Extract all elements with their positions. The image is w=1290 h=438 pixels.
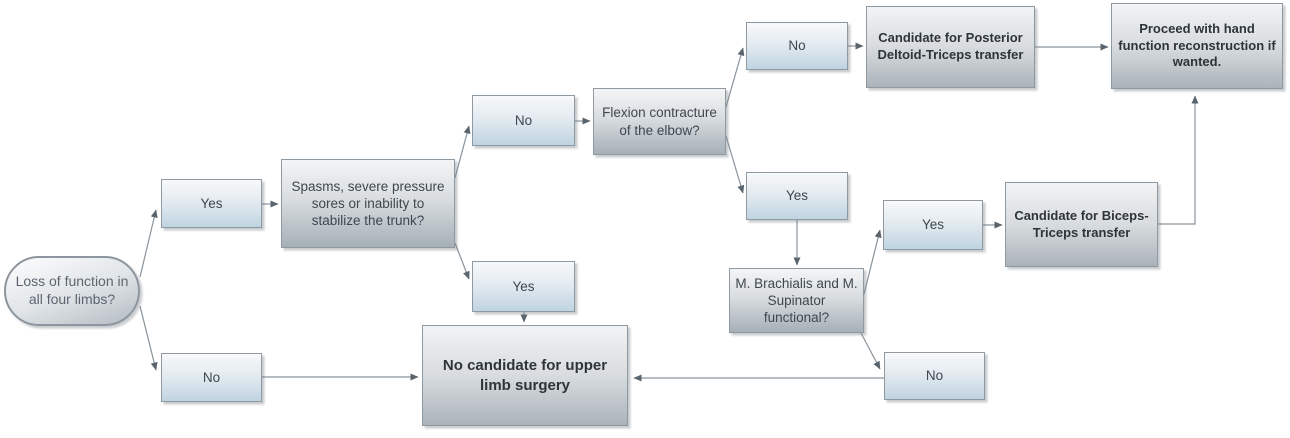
node-yes-branch-4: Yes: [883, 200, 983, 250]
node-yes-branch-1: Yes: [161, 179, 262, 228]
node-flexion-contracture-question: Flexion contracture of the elbow?: [593, 88, 726, 155]
edge-flexion-to-yes3: [725, 135, 745, 194]
edge-start-to-no1: [139, 305, 158, 371]
node-start-loss-of-function: Loss of function in all four limbs?: [4, 256, 140, 326]
node-label: Proceed with hand function reconstructio…: [1118, 21, 1276, 70]
node-label: Yes: [200, 195, 223, 211]
node-biceps-triceps-transfer: Candidate for Biceps-Triceps transfer: [1005, 182, 1158, 267]
node-posterior-deltoid-triceps-transfer: Candidate for Posterior Deltoid-Triceps …: [866, 6, 1035, 88]
node-no-branch-1: No: [161, 353, 262, 402]
node-label: Loss of function in all four limbs?: [15, 273, 129, 307]
node-label: No: [202, 369, 221, 385]
node-label: Yes: [921, 217, 945, 233]
edge-spasms-to-yes2: [454, 242, 470, 280]
node-label: Candidate for Biceps-Triceps transfer: [1014, 207, 1149, 240]
node-yes-branch-3: Yes: [746, 172, 848, 220]
node-no-branch-4: No: [884, 352, 985, 400]
node-label: M. Brachialis and M. Supinator functiona…: [735, 275, 858, 326]
node-label: Yes: [785, 188, 809, 204]
node-brachialis-supinator-question: M. Brachialis and M. Supinator functiona…: [729, 268, 864, 333]
node-label: Yes: [512, 278, 535, 294]
edge-brachialis-to-yes4: [863, 229, 882, 295]
node-label: No: [788, 38, 806, 54]
edge-biceps-to-proceed: [1158, 95, 1199, 225]
edge-flexion-to-no3: [725, 47, 745, 108]
node-label: No: [514, 112, 533, 128]
node-label: Flexion contracture of the elbow?: [602, 105, 717, 138]
edge-brachialis-to-no4: [860, 332, 881, 370]
node-yes-branch-2: Yes: [472, 261, 575, 312]
edge-start-to-yes1: [139, 209, 158, 278]
node-spasms-question: Spasms, severe pressure sores or inabili…: [281, 159, 455, 248]
node-label: Spasms, severe pressure sores or inabili…: [291, 178, 445, 229]
node-no-candidate-for-surgery: No candidate for upper limb surgery: [422, 325, 628, 426]
edge-spasms-to-no2: [454, 125, 471, 179]
node-label: No candidate for upper limb surgery: [442, 357, 608, 394]
node-label: Candidate for Posterior Deltoid-Triceps …: [877, 30, 1024, 62]
node-label: No: [925, 368, 944, 384]
node-no-branch-3: No: [746, 22, 848, 70]
node-proceed-hand-reconstruction: Proceed with hand function reconstructio…: [1111, 3, 1283, 89]
node-no-branch-2: No: [472, 95, 575, 146]
